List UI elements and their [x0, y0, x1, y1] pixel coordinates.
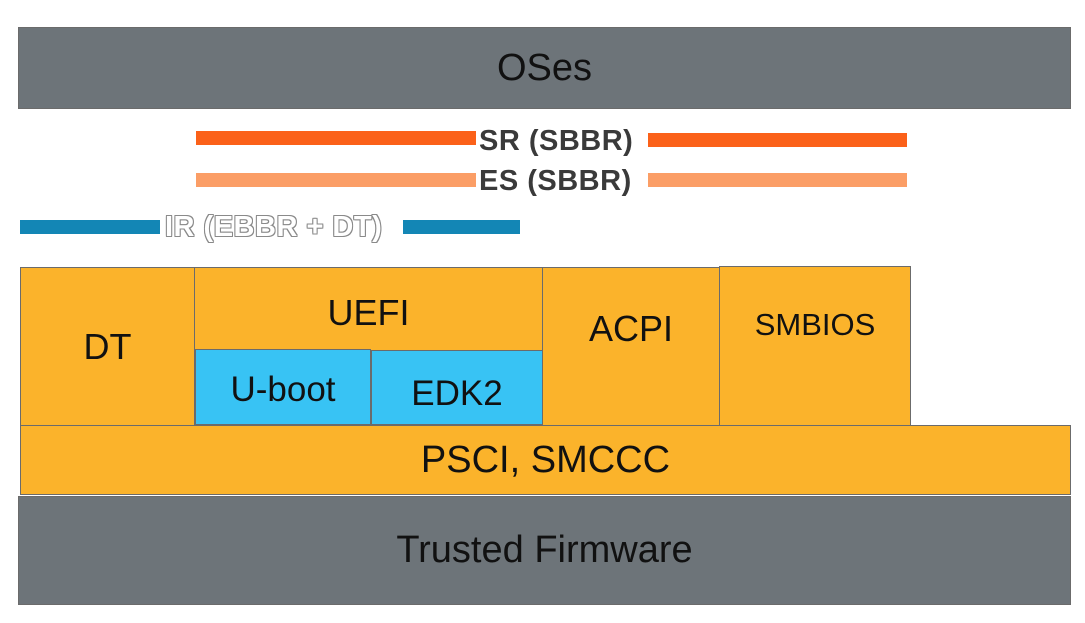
dt-label: DT	[83, 325, 132, 367]
psci-smccc-label: PSCI, SMCCC	[420, 438, 671, 481]
oses-layer: OSes	[18, 27, 1071, 109]
sr-label: SR (SBBR)	[479, 125, 634, 157]
sr-line-right	[648, 133, 907, 147]
ir-line-left	[20, 220, 160, 234]
ir-line-right	[403, 220, 520, 234]
uboot-block: U-boot	[195, 349, 371, 425]
es-line-left	[196, 173, 476, 187]
acpi-block: ACPI	[542, 267, 720, 426]
uboot-label: U-boot	[230, 370, 336, 409]
sr-line-left	[196, 131, 476, 145]
dt-block: DT	[20, 267, 195, 426]
es-line-right	[648, 173, 907, 187]
trusted-firmware-label: Trusted Firmware	[396, 529, 693, 571]
edk2-label: EDK2	[411, 374, 503, 413]
ir-label: IR (EBBR + DT)	[165, 211, 383, 243]
trusted-firmware-layer: Trusted Firmware	[18, 496, 1071, 605]
es-label: ES (SBBR)	[479, 165, 632, 197]
oses-label: OSes	[496, 46, 593, 89]
smbios-block: SMBIOS	[719, 266, 911, 426]
acpi-label: ACPI	[588, 308, 674, 349]
edk2-block: EDK2	[371, 350, 543, 425]
psci-smccc-layer: PSCI, SMCCC	[20, 425, 1071, 495]
smbios-label: SMBIOS	[754, 307, 876, 342]
uefi-label: UEFI	[327, 292, 410, 333]
